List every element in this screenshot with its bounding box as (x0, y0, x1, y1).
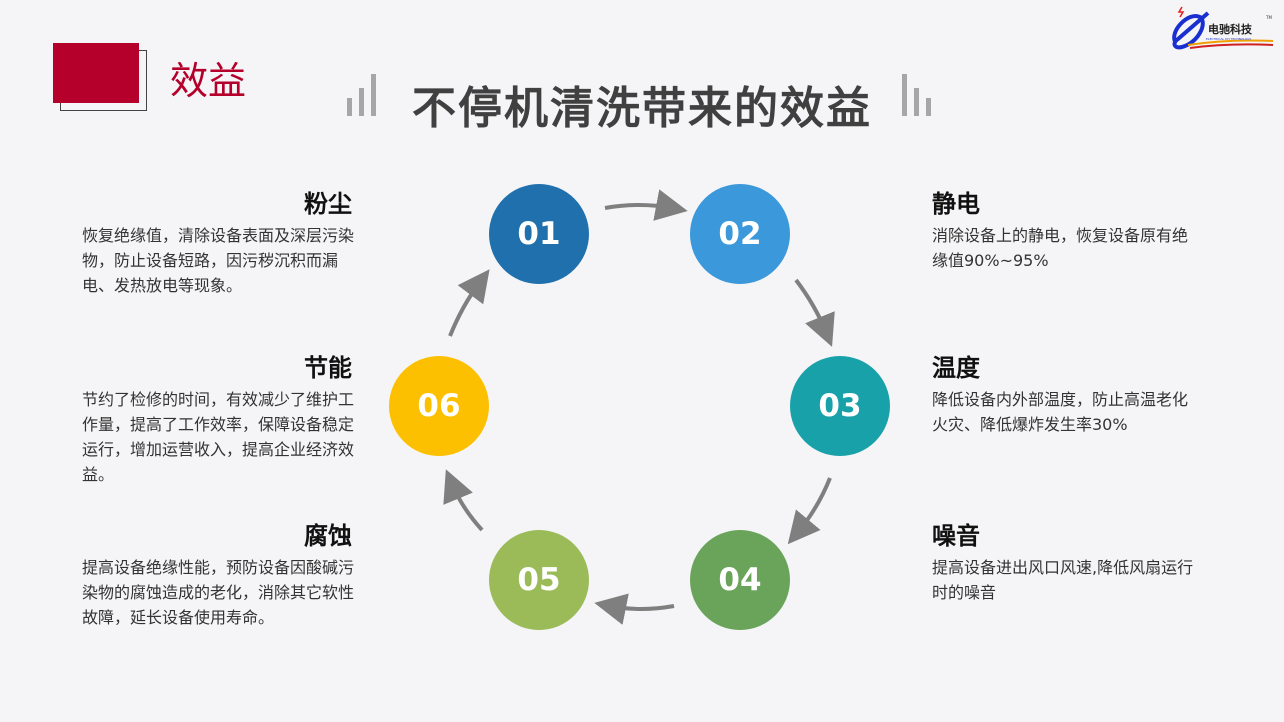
logo-text: 电驰科技 (1208, 22, 1253, 36)
arrow-06-01 (448, 269, 490, 337)
benefit-temperature: 温度降低设备内外部温度，防止高温老化火灾、降低爆炸发生率30% (932, 354, 1189, 434)
svg-text:ELECTRICAL DH TECHNOLOGY: ELECTRICAL DH TECHNOLOGY (1206, 37, 1251, 41)
benefit-static: 静电消除设备上的静电，恢复设备原有绝缘值90%~95% (932, 190, 1189, 270)
page-title: 不停机清洗带来的效益 (412, 83, 872, 134)
arrow-04-05 (594, 593, 675, 625)
benefit-energy: 节能节约了检修的时间，有效减少了维护工作量，提高了工作效率，保障设备稳定运行，增… (82, 354, 355, 484)
title-bars-left (347, 74, 387, 116)
step-05-circle: 05 (489, 530, 589, 630)
step-04-circle: 04 (690, 530, 790, 630)
arrow-05-06 (443, 469, 484, 532)
step-01-circle: 01 (489, 184, 589, 284)
benefit-corrosion: 腐蚀提高设备绝缘性能，预防设备因酸碱污染物的腐蚀造成的老化，消除其它软性故障，延… (82, 522, 355, 627)
step-02-circle: 02 (690, 184, 790, 284)
step-03-circle: 03 (790, 356, 890, 456)
benefit-noise: 噪音提高设备进出风口风速,降低风扇运行时的噪音 (932, 522, 1194, 602)
svg-text:TM: TM (1265, 15, 1272, 20)
step-06-circle: 06 (389, 356, 489, 456)
benefit-dust: 粉尘恢复绝缘值，清除设备表面及深层污染物，防止设备短路，因污秽沉积而漏电、发热放… (82, 190, 355, 295)
section-marker (53, 43, 139, 103)
arrow-02-03 (794, 278, 835, 347)
arrow-01-02 (604, 189, 688, 221)
company-logo: 电驰科技 ELECTRICAL DH TECHNOLOGY TM (1168, 3, 1278, 53)
arrow-03-04 (787, 477, 832, 545)
title-bars-right (902, 74, 942, 116)
section-title: 效益 (170, 59, 247, 103)
